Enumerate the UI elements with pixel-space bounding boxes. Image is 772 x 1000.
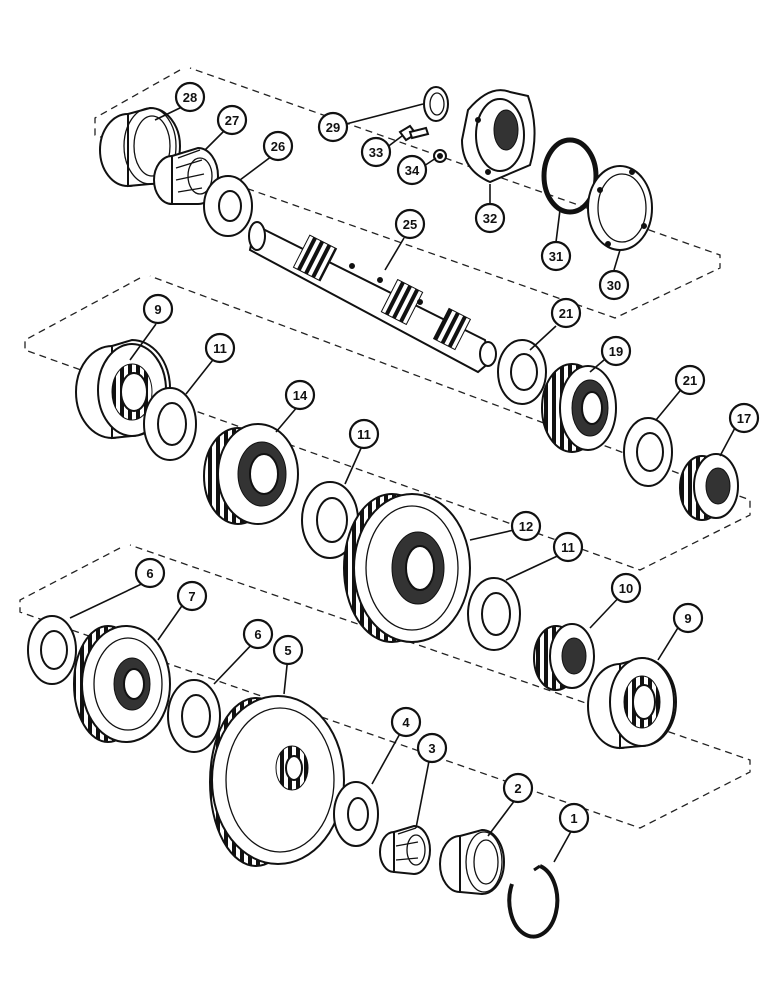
bearing-cup-28 <box>99 106 181 188</box>
callout-14: 14 <box>284 379 316 411</box>
svg-text:7: 7 <box>188 589 195 604</box>
group-boundary-top <box>94 67 721 319</box>
svg-text:6: 6 <box>146 566 153 581</box>
group-boundary-middle <box>24 275 751 571</box>
callout-11-a: 11 <box>204 332 236 364</box>
callout-26: 26 <box>262 130 294 162</box>
svg-text:31: 31 <box>549 249 563 264</box>
svg-text:11: 11 <box>213 341 227 356</box>
thrust-washer-6-a <box>27 615 77 685</box>
group-boundary-bottom <box>19 544 751 829</box>
nut-34 <box>433 149 447 163</box>
roller-bearing-3 <box>379 824 431 876</box>
svg-text:12: 12 <box>519 519 533 534</box>
callout-33: 33 <box>360 136 392 168</box>
gear-19 <box>541 363 617 453</box>
gasket-30 <box>587 165 653 251</box>
callout-19: 19 <box>600 335 632 367</box>
svg-text:29: 29 <box>326 120 340 135</box>
clutch-hub-9-upper <box>75 338 171 440</box>
callout-7: 7 <box>176 580 208 612</box>
svg-text:6: 6 <box>254 627 261 642</box>
callout-27: 27 <box>216 104 248 136</box>
svg-text:10: 10 <box>619 581 633 596</box>
svg-text:21: 21 <box>683 373 697 388</box>
svg-text:5: 5 <box>284 643 291 658</box>
svg-text:27: 27 <box>225 113 239 128</box>
thrust-washer-26 <box>203 175 253 237</box>
retaining-ring-1 <box>507 864 560 939</box>
svg-text:21: 21 <box>559 306 573 321</box>
callout-12: 12 <box>510 510 542 542</box>
callout-21-b: 21 <box>674 364 706 396</box>
svg-text:11: 11 <box>561 540 575 555</box>
svg-text:9: 9 <box>684 611 691 626</box>
coupler-gear-17 <box>679 453 739 521</box>
gear-5 <box>209 695 345 867</box>
callout-3: 3 <box>416 732 448 764</box>
thrust-washer-21-b <box>623 417 673 487</box>
svg-text:26: 26 <box>271 139 285 154</box>
callout-9-lower: 9 <box>672 602 704 634</box>
callout-28: 28 <box>174 81 206 113</box>
callout-21-a: 21 <box>550 297 582 329</box>
svg-text:1: 1 <box>570 811 577 826</box>
bolt-33 <box>398 124 430 142</box>
callout-9-upper: 9 <box>142 293 174 325</box>
svg-text:2: 2 <box>514 781 521 796</box>
svg-text:17: 17 <box>737 411 751 426</box>
callout-2: 2 <box>502 772 534 804</box>
callout-11-c: 11 <box>552 531 584 563</box>
svg-text:9: 9 <box>154 302 161 317</box>
bearing-cup-2 <box>439 828 505 896</box>
svg-text:30: 30 <box>607 278 621 293</box>
svg-text:3: 3 <box>428 741 435 756</box>
thrust-washer-11-c <box>467 577 521 651</box>
o-ring-31 <box>541 137 599 215</box>
svg-text:4: 4 <box>402 715 410 730</box>
callout-29: 29 <box>317 111 349 143</box>
svg-text:33: 33 <box>369 145 383 160</box>
callout-34: 34 <box>396 154 428 186</box>
callout-6-a: 6 <box>134 557 166 589</box>
callout-17: 17 <box>728 402 760 434</box>
clutch-hub-9-lower <box>587 656 677 750</box>
callout-32: 32 <box>474 202 506 234</box>
svg-text:11: 11 <box>357 427 371 442</box>
callout-1: 1 <box>558 802 590 834</box>
callout-25: 25 <box>394 208 426 240</box>
thrust-washer-21-a <box>497 339 547 405</box>
callout-11-b: 11 <box>348 418 380 450</box>
svg-text:14: 14 <box>293 388 308 403</box>
svg-text:28: 28 <box>183 90 197 105</box>
svg-text:32: 32 <box>483 211 497 226</box>
thrust-washer-11-a <box>143 387 197 461</box>
bearing-housing-32 <box>460 89 536 184</box>
coupler-gear-10 <box>533 623 595 691</box>
gear-12 <box>343 493 471 643</box>
main-shaft-25 <box>248 221 497 374</box>
gear-7 <box>73 625 171 743</box>
svg-text:19: 19 <box>609 344 623 359</box>
callout-30: 30 <box>598 269 630 301</box>
callout-4: 4 <box>390 706 422 738</box>
gear-14 <box>203 423 299 525</box>
snap-ring-29 <box>423 86 449 122</box>
svg-text:34: 34 <box>405 163 420 178</box>
svg-text:25: 25 <box>403 217 417 232</box>
callout-6-b: 6 <box>242 618 274 650</box>
thrust-washer-4 <box>333 781 379 847</box>
callout-10: 10 <box>610 572 642 604</box>
thrust-washer-6-b <box>167 679 221 753</box>
callout-5: 5 <box>272 634 304 666</box>
tapered-roller-bearing-27 <box>153 146 219 205</box>
callout-31: 31 <box>540 240 572 272</box>
